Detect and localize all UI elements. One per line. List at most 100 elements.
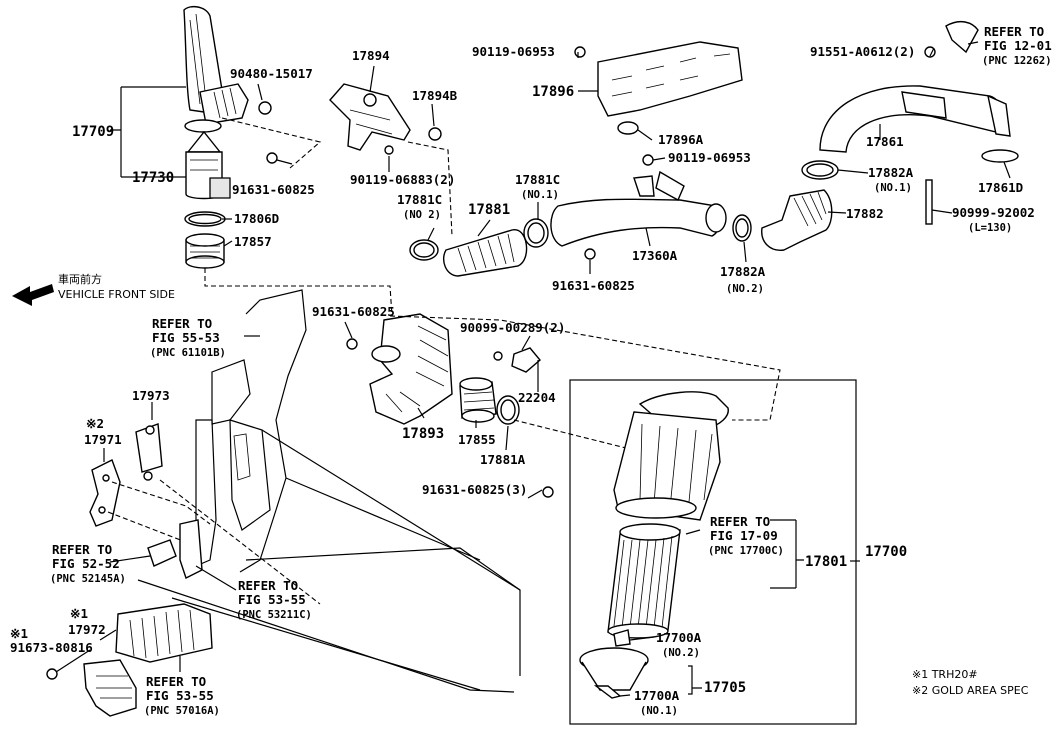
label-17709: 17709: [72, 124, 114, 140]
label-17861D: 17861D: [978, 180, 1023, 195]
label-no2-a: (NO 2): [403, 209, 441, 221]
duct-17972: [115, 603, 213, 663]
mark-2-a: ※2: [86, 416, 104, 431]
refer-55-53-line1: REFER TO: [152, 316, 212, 331]
hose-17857: [185, 233, 225, 269]
clamp-17881C-no1: [523, 218, 549, 248]
clip-part: [147, 519, 203, 579]
refer-17-09-line2: FIG 17-09: [710, 528, 778, 543]
label-90119-06953-b: 90119-06953: [668, 150, 751, 165]
label-no2-c: (NO.2): [662, 647, 700, 659]
refer-12-01-line2: FIG 12-01: [984, 38, 1052, 53]
label-90480-15017: 90480-15017: [230, 66, 313, 81]
label-91631-60825-a: 91631-60825: [232, 182, 315, 197]
label-no2-b: (NO.2): [726, 283, 764, 295]
label-no1-c: (NO.1): [640, 705, 678, 717]
ring-17806D: [184, 211, 226, 227]
heat-shield-17896: [574, 41, 743, 166]
label-17881: 17881: [468, 202, 510, 218]
label-17801: 17801: [805, 554, 847, 570]
refer-52-52-line2: FIG 52-52: [52, 556, 120, 571]
label-91631-60825-b: 91631-60825: [552, 278, 635, 293]
bracket-17894: [329, 83, 442, 155]
sensor-22204: [493, 347, 541, 373]
label-17360A: 17360A: [632, 248, 678, 263]
duct-17893: [346, 313, 453, 425]
label-17700A-no1: 17700A: [634, 688, 680, 703]
vehicle-front-en: VEHICLE FRONT SIDE: [58, 288, 175, 301]
refer-52-52-line3: (PNC 52145A): [50, 573, 126, 585]
label-17881C-no2: 17881C: [397, 192, 442, 207]
refer-53-55-a-line2: FIG 53-55: [238, 592, 306, 607]
label-90099-00289: 90099-00289(2): [460, 320, 565, 335]
label-17730: 17730: [132, 170, 174, 186]
label-91551-A0612: 91551-A0612(2): [810, 44, 915, 59]
air-cleaner-case: [613, 391, 729, 521]
label-17882: 17882: [846, 206, 884, 221]
label-17881C-no1: 17881C: [515, 172, 560, 187]
label-17896A: 17896A: [658, 132, 704, 147]
clamp-17700A-no2: [613, 629, 631, 647]
refer-53-55-a-line3: (PNC 53211C): [236, 609, 312, 621]
label-91673-80816: 91673-80816: [10, 640, 93, 655]
label-91631-60825-c: 91631-60825: [312, 304, 395, 319]
label-91631-60825-3: 91631-60825(3): [422, 482, 527, 497]
label-17700A-no2: 17700A: [656, 630, 702, 645]
refer-53-55-b-line3: (PNC 57016A): [144, 705, 220, 717]
mark-1-b: ※1: [10, 626, 28, 641]
label-no1-a: (NO.1): [521, 189, 559, 201]
label-90119-06953-a: 90119-06953: [472, 44, 555, 59]
refer-17-09-line3: (PNC 17700C): [708, 545, 784, 557]
label-17700: 17700: [865, 544, 907, 560]
pipe-17360A: [550, 170, 727, 260]
refer-55-53-line2: FIG 55-53: [152, 330, 220, 345]
label-17894B: 17894B: [412, 88, 458, 103]
hose-17881: [442, 229, 528, 277]
part-labels: 17709 90480-15017 17730 91631-60825 1780…: [10, 24, 1052, 717]
label-17894: 17894: [352, 48, 390, 63]
bracket-lower: [46, 659, 137, 717]
hose-17882: [761, 189, 833, 251]
label-17882A-no2: 17882A: [720, 264, 766, 279]
footnote-2: ※2 GOLD AREA SPEC: [912, 684, 1029, 697]
refer-53-55-b-line1: REFER TO: [146, 674, 206, 689]
label-17971: 17971: [84, 432, 122, 447]
label-90119-06883: 90119-06883(2): [350, 172, 455, 187]
pipe-17861: [819, 20, 1019, 163]
label-no1-b: (NO.1): [874, 182, 912, 194]
label-17857: 17857: [234, 234, 272, 249]
assembly-box-17700: [569, 379, 857, 725]
label-17881A: 17881A: [480, 452, 526, 467]
hose-17855: [459, 377, 497, 423]
bracket-17971: [89, 459, 121, 527]
label-17972: 17972: [68, 622, 106, 637]
mark-1-a: ※1: [70, 606, 88, 621]
refer-53-55-a-line1: REFER TO: [238, 578, 298, 593]
clamp-17882A-no2: [732, 214, 752, 242]
vehicle-front-arrow: [12, 284, 54, 306]
refer-55-53-line3: (PNC 61101B): [150, 347, 226, 359]
label-17855: 17855: [458, 432, 496, 447]
label-17896: 17896: [532, 84, 574, 100]
label-17705: 17705: [704, 680, 746, 696]
body-panel: [137, 289, 521, 693]
label-17861: 17861: [866, 134, 904, 149]
clamp-17881C-no2: [409, 239, 439, 261]
bracket-17973: [135, 423, 163, 481]
refer-17-09-line1: REFER TO: [710, 514, 770, 529]
label-22204: 22204: [518, 390, 556, 405]
label-17882A-no1: 17882A: [868, 165, 914, 180]
vehicle-front-jp: 車両前方: [58, 272, 102, 286]
label-90999-92002: 90999-92002: [952, 205, 1035, 220]
label-17806D: 17806D: [234, 211, 279, 226]
clamp-17881A: [496, 395, 520, 425]
refer-52-52-line1: REFER TO: [52, 542, 112, 557]
hose-90999: [925, 179, 933, 225]
cap-17705: [579, 647, 649, 699]
refer-12-01-line3: (PNC 12262): [982, 55, 1052, 67]
refer-12-01-line1: REFER TO: [984, 24, 1044, 39]
ring-17882A-no1: [801, 160, 839, 180]
label-17973: 17973: [132, 388, 170, 403]
